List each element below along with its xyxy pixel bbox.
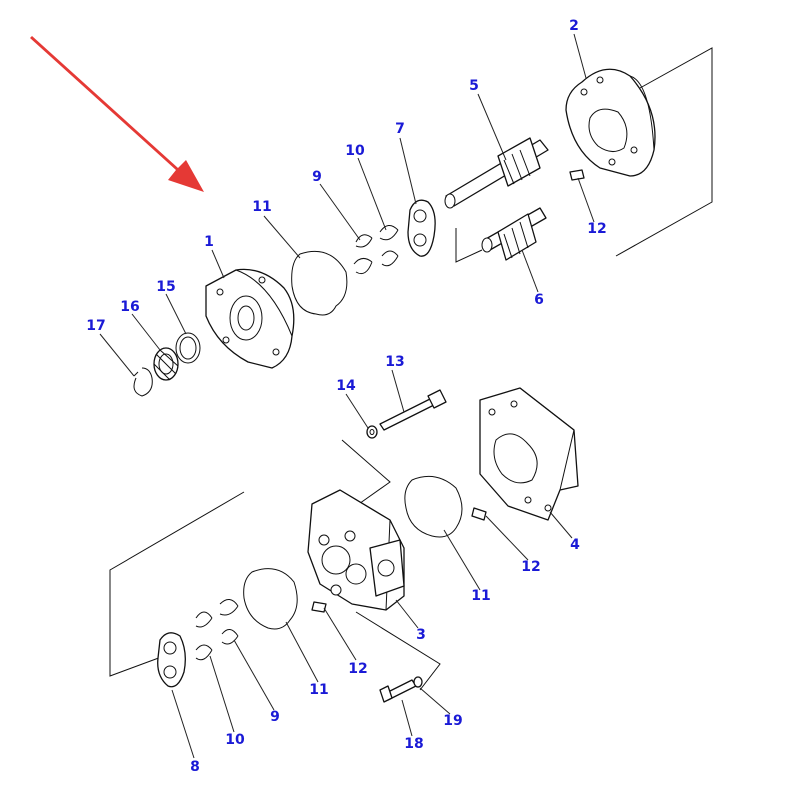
callout-2: 2 xyxy=(569,18,579,34)
rear-housing-part xyxy=(307,489,405,611)
rear-cover-part xyxy=(565,68,656,177)
lower-bolt-part xyxy=(379,679,417,703)
callout-3: 3 xyxy=(416,627,426,643)
callout-15: 15 xyxy=(156,279,175,295)
front-housing-part xyxy=(205,268,295,369)
assembly-guide-lines xyxy=(109,47,713,691)
callout-13: 13 xyxy=(385,354,404,370)
callout-9-upper: 9 xyxy=(312,169,322,185)
callout-12-lower: 12 xyxy=(348,661,367,677)
leader-lines xyxy=(99,33,595,759)
lower-wear-plate-part xyxy=(157,632,186,688)
ring-part xyxy=(175,332,201,364)
callout-labels: 1 2 3 4 5 6 7 8 9 9 10 10 11 11 11 12 12… xyxy=(86,18,606,775)
callout-4: 4 xyxy=(570,537,580,553)
driven-shaft-part xyxy=(481,207,547,261)
callout-9-lower: 9 xyxy=(270,709,280,725)
lower-washer-part xyxy=(413,676,423,688)
callout-16: 16 xyxy=(120,299,139,315)
upper-seal-parts xyxy=(353,225,399,275)
callout-10-lower: 10 xyxy=(225,732,245,748)
callout-12-upper: 12 xyxy=(587,221,606,237)
callout-1: 1 xyxy=(204,234,214,250)
red-pointer-arrow xyxy=(30,36,204,192)
washer-part xyxy=(366,425,378,439)
snap-ring-part xyxy=(133,367,153,397)
callout-12-middle: 12 xyxy=(521,559,540,575)
oil-seal-part xyxy=(153,347,179,381)
callout-11-upper: 11 xyxy=(252,199,271,215)
drive-shaft-part xyxy=(444,137,549,209)
callout-11-lower: 11 xyxy=(309,682,328,698)
callout-10-upper: 10 xyxy=(345,143,365,159)
callout-19: 19 xyxy=(443,713,462,729)
middle-body-part xyxy=(479,387,579,521)
callout-17: 17 xyxy=(86,318,105,334)
callout-8: 8 xyxy=(190,759,200,775)
callout-7: 7 xyxy=(395,121,405,137)
callout-14: 14 xyxy=(336,378,356,394)
upper-wear-plate-part xyxy=(407,199,436,257)
callout-11-middle: 11 xyxy=(471,588,490,604)
dowel-pin-parts xyxy=(311,169,585,613)
callout-5: 5 xyxy=(469,78,479,94)
callout-18: 18 xyxy=(404,736,423,752)
bolt-part xyxy=(379,389,447,431)
gasket-parts xyxy=(243,250,463,630)
callout-6: 6 xyxy=(534,292,544,308)
lower-seal-parts xyxy=(195,599,239,661)
